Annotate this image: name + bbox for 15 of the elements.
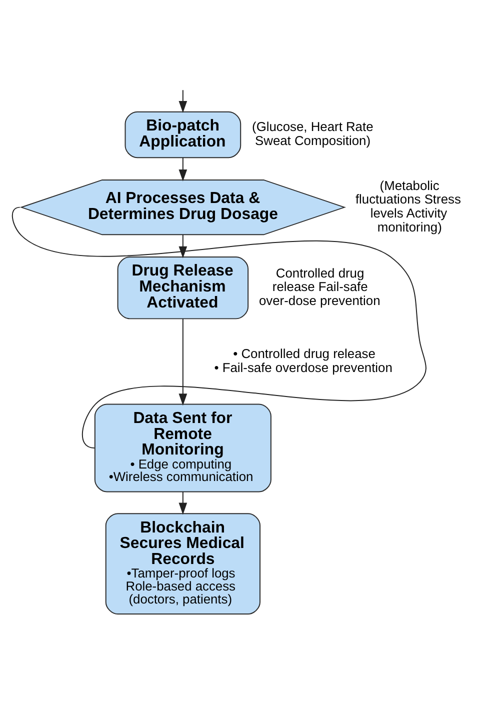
node-box: Data Sent for Remote Monitoring • Edge computing •Wireless communication: [94, 403, 272, 492]
arrow: [178, 491, 188, 514]
node-label: (Glucose, Heart Rate Sweat Composition): [252, 118, 374, 148]
connector: [12, 206, 426, 448]
label: • Fail-safe overdose prevention: [214, 359, 392, 374]
label: • Controlled drug release: [233, 345, 376, 360]
arrow: [178, 156, 188, 181]
arrow: [178, 89, 188, 112]
node-box: Drug Release Mechanism Activated: [117, 256, 249, 319]
node-label: (Metabolic fluctuations Stress levels Activity monitoring): [355, 177, 461, 234]
arrow: [178, 318, 188, 406]
node-label: Controlled drug release Fail-safe over-dose prevention: [258, 264, 380, 308]
arrow: [178, 234, 188, 258]
node-box: Blockchain Secures Medical Records •Tamper-proof logs Role-based access (doctors, patients): [105, 512, 260, 614]
node-box: Bio-patch Application: [124, 110, 242, 158]
